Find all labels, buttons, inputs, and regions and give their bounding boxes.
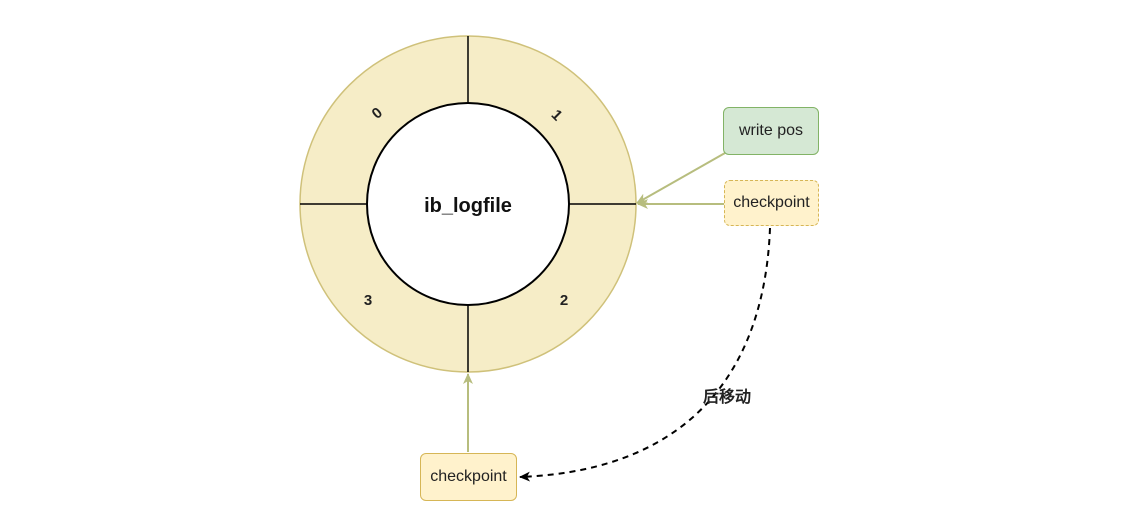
- write-pos-label: write pos: [738, 122, 804, 139]
- log-ring-inner: [366, 102, 570, 306]
- center-label: ib_logfile: [424, 195, 512, 217]
- checkpoint-bottom-label: checkpoint: [430, 468, 507, 485]
- checkpoint-top-label: checkpoint: [733, 194, 810, 211]
- checkpoint-box-top: checkpoint: [724, 180, 819, 226]
- move-back-label: 后移动: [702, 387, 751, 406]
- checkpoint-box-bottom: checkpoint: [420, 453, 517, 501]
- write-pos-arrow: [636, 152, 726, 204]
- write-pos-box: write pos: [723, 107, 819, 155]
- segment-label-2: 2: [560, 292, 568, 309]
- segment-label-3: 3: [364, 292, 372, 309]
